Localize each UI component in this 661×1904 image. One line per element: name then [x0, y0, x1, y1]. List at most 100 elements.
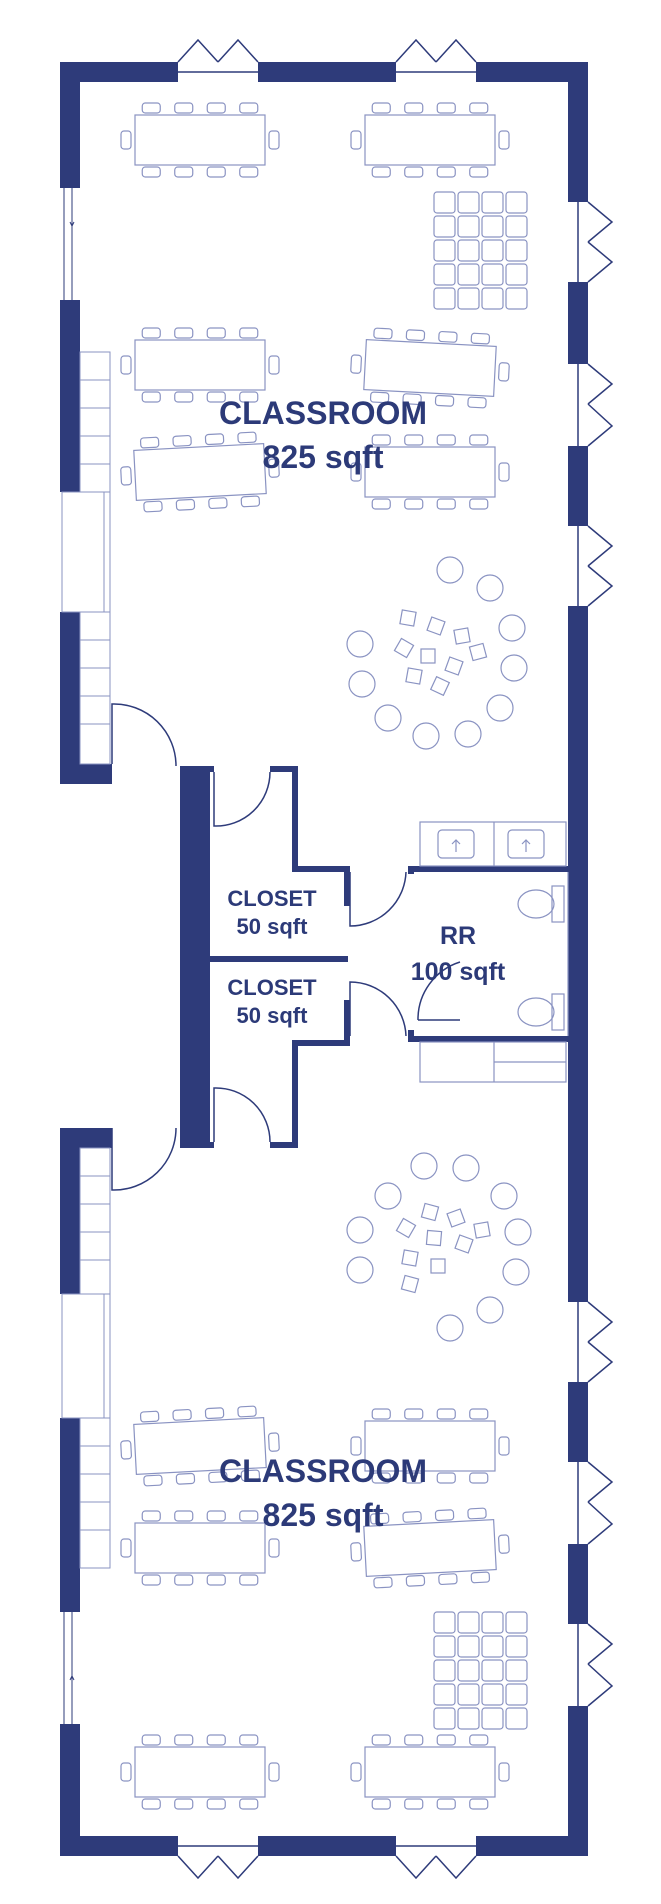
- chair: [206, 1510, 226, 1522]
- restroom-fixtures: [419, 821, 569, 1083]
- chair: [404, 1472, 424, 1484]
- floor-cushion: [504, 1218, 532, 1246]
- chair: [404, 498, 424, 510]
- wall-closet2-right: [292, 1040, 298, 1148]
- toilet-tank-2: [551, 993, 565, 1031]
- floor-mat-tile: [457, 239, 480, 262]
- sliding-door-upper: [61, 491, 111, 613]
- floor-mat-tile: [433, 1683, 456, 1706]
- wall-right-4: [568, 606, 588, 1302]
- chair: [469, 1408, 489, 1420]
- wall-right-3: [568, 446, 588, 526]
- floor-mat-tile: [433, 1635, 456, 1658]
- walls: [60, 62, 588, 1856]
- chair: [204, 1407, 225, 1420]
- floor-mat-tile: [433, 1611, 456, 1634]
- floor-mat-tile: [505, 1707, 528, 1730]
- chair: [268, 355, 280, 375]
- chair: [268, 1762, 280, 1782]
- chair: [350, 1542, 363, 1562]
- table-group: [120, 1734, 280, 1810]
- chair: [350, 1762, 362, 1782]
- table: [133, 1417, 267, 1475]
- classroom-top-area: 825 sqft: [263, 439, 384, 475]
- table: [133, 443, 267, 501]
- floor-mat-tile: [433, 191, 456, 214]
- table-group: [120, 1510, 280, 1586]
- chair: [267, 1432, 280, 1452]
- floor-mat-tile: [457, 287, 480, 310]
- chair: [208, 1471, 228, 1484]
- floor-cushion: [374, 1182, 402, 1210]
- chair: [404, 1734, 424, 1746]
- chair: [371, 1734, 391, 1746]
- closet-lower-area: 50 sqft: [237, 1003, 309, 1028]
- chair: [469, 434, 489, 446]
- chair: [373, 1576, 393, 1589]
- chair: [206, 327, 226, 339]
- chair: [469, 1734, 489, 1746]
- door-right-6: [577, 1623, 614, 1707]
- table: [134, 1746, 266, 1798]
- floor-mat-tile: [481, 1659, 504, 1682]
- chair: [434, 394, 455, 407]
- chair: [404, 434, 424, 446]
- chair: [141, 166, 161, 178]
- door-closet-2: [213, 1087, 271, 1143]
- doors: [63, 38, 614, 1880]
- floor-cushion: [476, 1296, 504, 1324]
- block: [401, 1249, 419, 1267]
- block: [426, 616, 446, 636]
- chair: [120, 1538, 132, 1558]
- table-group: [350, 1507, 510, 1589]
- room-labels: CLASSROOM 825 sqft CLOSET 50 sqft CLOSET…: [219, 395, 506, 1533]
- chair: [405, 329, 426, 342]
- floor-cushion: [348, 670, 376, 698]
- door-rr-stall: [417, 961, 461, 1021]
- floor-cushion: [410, 1152, 438, 1180]
- table: [363, 339, 497, 397]
- block: [446, 1208, 466, 1228]
- block: [395, 1217, 417, 1239]
- floor-cushion: [490, 1182, 518, 1210]
- floor-mat-tile: [505, 1611, 528, 1634]
- sink-2: [507, 829, 545, 859]
- wall-closet2-ledge: [292, 1040, 348, 1046]
- floor-mat-tile: [481, 1683, 504, 1706]
- floor-mat-tile: [505, 1659, 528, 1682]
- restroom-name: RR: [440, 922, 476, 950]
- chair: [174, 1734, 194, 1746]
- chair: [174, 327, 194, 339]
- chair: [350, 1436, 362, 1456]
- chair: [174, 391, 194, 403]
- floor-mat-tile: [481, 239, 504, 262]
- chair: [239, 1510, 259, 1522]
- chair: [402, 393, 422, 406]
- block: [454, 1234, 474, 1254]
- table: [134, 1522, 266, 1574]
- chair: [120, 355, 132, 375]
- chair: [467, 1507, 487, 1520]
- chair: [206, 166, 226, 178]
- floor-cushion: [346, 1216, 374, 1244]
- table-group: [350, 327, 510, 409]
- wall-top-left: [60, 62, 178, 82]
- floor-cushion: [502, 1258, 530, 1286]
- chair: [206, 1798, 226, 1810]
- chair: [175, 498, 196, 511]
- floor-mat-tile: [481, 1611, 504, 1634]
- table-group: [350, 1408, 510, 1484]
- chair: [405, 1574, 426, 1587]
- wall-closet-divider: [210, 956, 348, 962]
- floor-mat-tile: [481, 215, 504, 238]
- chair: [239, 1798, 259, 1810]
- wall-right-2: [568, 282, 588, 364]
- floor-mat-tile: [505, 191, 528, 214]
- floor-mat-tile: [457, 1635, 480, 1658]
- chair: [467, 396, 487, 409]
- chair: [436, 102, 456, 114]
- chair: [268, 130, 280, 150]
- block: [399, 609, 417, 627]
- chair: [434, 1509, 455, 1522]
